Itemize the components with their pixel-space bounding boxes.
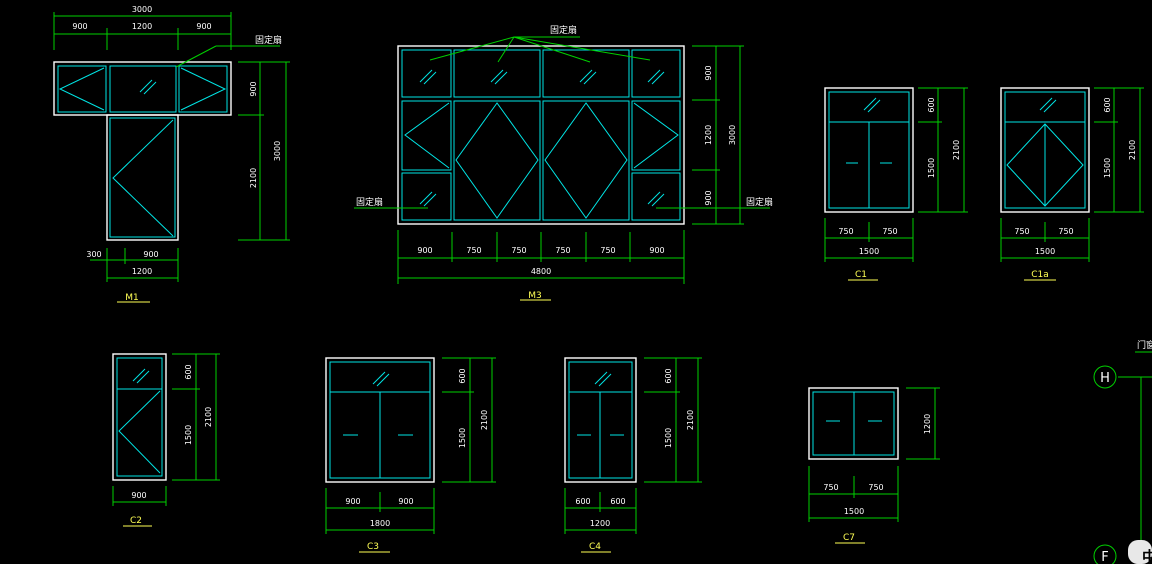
c4-h-top: 600 [664,368,673,383]
m1-side-lower: 2100 [249,168,258,188]
c3-total: 1800 [370,519,390,528]
c1a-h-top: 600 [1103,97,1112,112]
c1a-total: 1500 [1035,247,1055,256]
m3-label: M3 [528,291,542,301]
m3-col5: 750 [600,246,615,255]
c1-w1: 750 [838,227,853,236]
m3-fixed-sash-note-right: 固定扇 [746,196,773,208]
c7-w2: 750 [868,483,883,492]
m3-side-total: 3000 [728,125,737,145]
c4-h-bottom: 1500 [664,428,673,448]
axis-h-bubble [1093,365,1117,389]
m3-col1: 900 [417,246,432,255]
c7-label: C7 [843,533,855,543]
c4-label: C4 [589,542,601,552]
m3-side-mid: 1200 [704,125,713,145]
m3-col2: 750 [466,246,481,255]
axis-f-label: F [1101,550,1108,564]
c4-frame [564,357,637,483]
c2-h-total: 2100 [204,407,213,427]
c3-h-bottom: 1500 [458,428,467,448]
c1a-label: C1a [1031,270,1049,280]
c1-label: C1 [855,270,867,280]
m3-fixed-sash-note-top: 固定扇 [550,24,577,36]
m1-bottom-mid: 900 [143,250,158,259]
c3-h-total: 2100 [480,410,489,430]
m3-frame [397,45,685,225]
c1a-w2: 750 [1058,227,1073,236]
m3-total-width: 4800 [531,267,551,276]
c7-total: 1500 [844,507,864,516]
window-c1a: 600 1500 2100 750 750 1500 C1a [1000,87,1144,281]
c3-h-top: 600 [458,368,467,383]
m1-label: M1 [125,293,139,303]
c7-frame [808,387,899,460]
c1-frame [824,87,914,213]
c1-total: 1500 [859,247,879,256]
m3-col6: 900 [649,246,664,255]
m1-top-left: 900 [72,22,87,31]
m1-fixed-sash-note: 固定扇 [255,34,282,46]
overlay-badge-partial[interactable] [1128,540,1152,564]
c7-height: 1200 [923,414,932,434]
m1-side-total: 3000 [273,141,282,161]
m1-top-frame [53,61,232,116]
window-c3: 600 1500 2100 900 900 1800 C3 [325,357,496,553]
c1a-frame [1000,87,1090,213]
c3-w2: 900 [398,497,413,506]
c2-h-top: 600 [184,364,193,379]
window-c2: 600 1500 2100 900 C2 [112,353,220,527]
window-c1: 600 1500 2100 750 750 1500 C1 [824,87,968,281]
overlay-badge-text: 中 [1142,548,1152,564]
c1-h-bottom: 1500 [927,158,936,178]
m3-col4: 750 [555,246,570,255]
c1-h-total: 2100 [952,140,961,160]
c4-w2: 600 [610,497,625,506]
m3-col3: 750 [511,246,526,255]
c3-frame [325,357,435,483]
door-m1: 3000 900 1200 900 固定扇 900 2100 3000 300 … [53,5,290,303]
window-c4: 600 1500 2100 600 600 1200 C4 [564,357,702,553]
door-m3: 固定扇 固定扇 固定扇 900 1200 900 3000 900 750 75… [354,24,773,301]
m1-top-right: 900 [196,22,211,31]
m1-bottom-total: 1200 [132,267,152,276]
c4-h-total: 2100 [686,410,695,430]
c2-label: C2 [130,516,142,526]
m1-bottom-frame [106,114,179,241]
c1a-h-total: 2100 [1128,140,1137,160]
c2-width: 900 [131,491,146,500]
c3-w1: 900 [345,497,360,506]
door-window-header-partial: 门窗 [1137,339,1152,351]
grid-axes: 门窗 H F 中 [1093,339,1152,564]
m3-fixed-sash-note-left: 固定扇 [356,196,383,208]
axis-f-bubble [1093,544,1117,564]
c2-h-bottom: 1500 [184,425,193,445]
c1a-w1: 750 [1014,227,1029,236]
axis-h-label: H [1100,371,1110,386]
c1a-h-bottom: 1500 [1103,158,1112,178]
c2-frame [112,353,167,481]
m1-top-mid: 1200 [132,22,152,31]
m1-bottom-left: 300 [86,250,101,259]
window-c7: 1200 750 750 1500 C7 [808,387,940,544]
c7-w1: 750 [823,483,838,492]
m3-side-bottom: 900 [704,190,713,205]
m3-side-top: 900 [704,65,713,80]
c4-total: 1200 [590,519,610,528]
c4-w1: 600 [575,497,590,506]
c3-label: C3 [367,542,379,552]
m1-total-top: 3000 [132,5,152,14]
c1-w2: 750 [882,227,897,236]
m1-side-upper: 900 [249,81,258,96]
c1-h-top: 600 [927,97,936,112]
